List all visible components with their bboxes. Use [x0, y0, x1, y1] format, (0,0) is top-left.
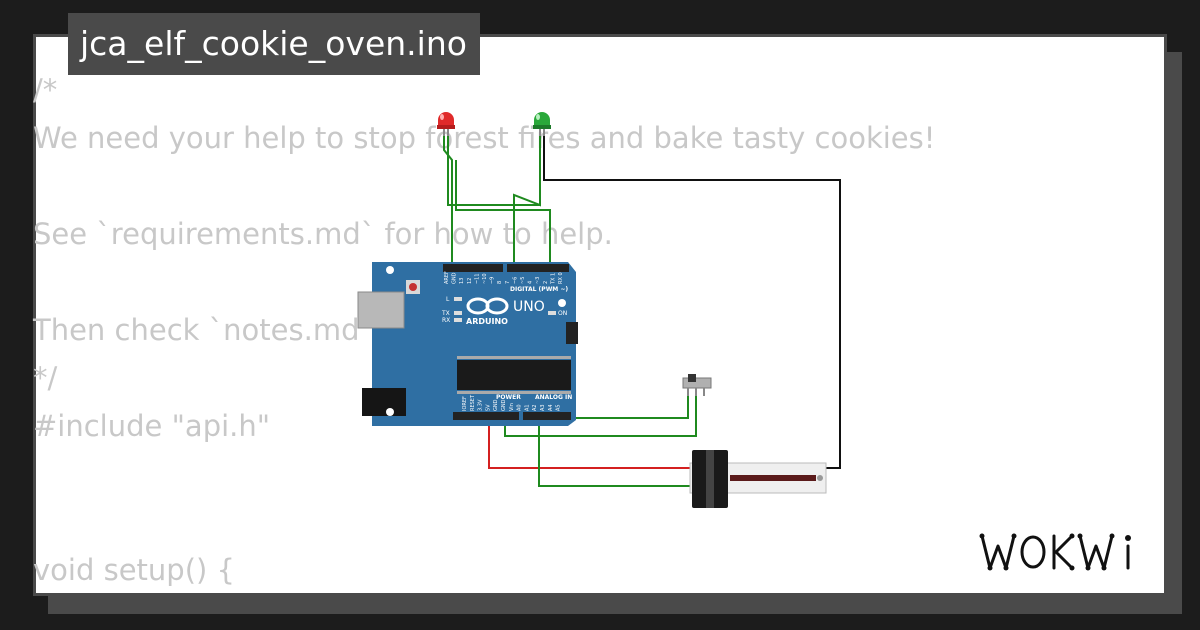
wire-led-red-anode[interactable]	[447, 135, 540, 206]
pin-label: 3.3V	[478, 399, 484, 411]
l-label: L	[446, 296, 450, 303]
pin-label: ~3	[535, 277, 541, 284]
icsp-header	[566, 322, 578, 344]
power-header-label: POWER	[496, 394, 521, 401]
pin-label: A4	[548, 404, 554, 411]
code-line: /*	[33, 73, 58, 107]
analog-header-label: ANALOG IN	[535, 394, 572, 401]
led-red-icon[interactable]	[437, 112, 455, 136]
board-model: UNO	[513, 299, 545, 315]
wire-pot-vcc[interactable]	[488, 412, 692, 469]
pin-label: 12	[467, 278, 473, 284]
pin-label: A5	[556, 404, 562, 411]
code-line: See `requirements.md` for how to help.	[33, 217, 613, 251]
pin-label: 13	[459, 278, 465, 284]
code-line: Then check `notes.md`	[33, 313, 374, 347]
wokwi-logo	[979, 533, 1131, 571]
led-green-icon[interactable]	[533, 112, 551, 136]
pin-label: ~5	[520, 277, 526, 284]
digital-header-label: DIGITAL (PWM ~)	[510, 286, 568, 293]
pin-label: 4	[528, 281, 534, 284]
pin-label: TX 1	[550, 273, 556, 285]
arduino-uno-icon[interactable]: UNO ARDUINO DIGITAL (PWM ~) POWER ANALOG…	[357, 262, 578, 426]
project-filename[interactable]: jca_elf_cookie_oven.ino	[68, 13, 480, 75]
project-card	[33, 34, 1167, 596]
pin-label: GND	[501, 399, 507, 411]
pin-label: ~10	[482, 273, 488, 284]
header-analog	[523, 412, 571, 420]
on-label: ON	[558, 310, 567, 317]
pin-label: GND	[452, 272, 458, 284]
code-line: */	[33, 361, 58, 395]
code-line: void setup() {	[33, 553, 235, 587]
pin-label: 7	[505, 281, 511, 284]
pin-label: IOREF	[462, 396, 468, 411]
code-line: #include "api.h"	[33, 409, 271, 443]
board-brand: ARDUINO	[466, 317, 508, 326]
pin-label: A2	[532, 404, 538, 411]
code-line: We need your help to stop forest fires a…	[33, 121, 936, 155]
header-power	[453, 412, 519, 420]
pin-label: GND	[493, 399, 499, 411]
header-top-right	[507, 264, 569, 272]
wire-led-green-a[interactable]	[513, 135, 541, 268]
code-preview: /* We need your help to stop forest fires…	[33, 66, 935, 594]
wire-black-gnd[interactable]	[543, 135, 841, 469]
tx-label: TX	[441, 310, 450, 317]
wires	[443, 135, 841, 487]
pin-label: AREF	[444, 271, 450, 284]
usb-port	[357, 291, 405, 329]
pin-label: A3	[540, 404, 546, 411]
slide-switch-icon[interactable]	[682, 374, 712, 396]
pin-label: 5V	[485, 404, 491, 411]
wire-switch-signal[interactable]	[557, 395, 689, 419]
pin-label: RESET	[470, 394, 476, 411]
pin-label: 8	[497, 281, 503, 284]
pin-label: RX 0	[558, 272, 564, 284]
pin-label: 2	[543, 281, 549, 284]
wire-led-green-b[interactable]	[455, 160, 551, 268]
power-jack	[362, 388, 406, 416]
pin-label: ~11	[474, 273, 480, 284]
pin-label: ~9	[490, 277, 496, 284]
pin-label: ~6	[512, 277, 518, 284]
header-top-left	[443, 264, 503, 272]
slide-potentiometer-icon[interactable]	[689, 450, 827, 508]
pin-label: A1	[524, 404, 530, 411]
wire-pot-signal[interactable]	[538, 412, 692, 487]
pin-label: A0	[517, 404, 523, 411]
rx-label: RX	[442, 317, 450, 324]
atmega-chip	[457, 360, 571, 390]
pin-label: Vin	[509, 403, 515, 411]
